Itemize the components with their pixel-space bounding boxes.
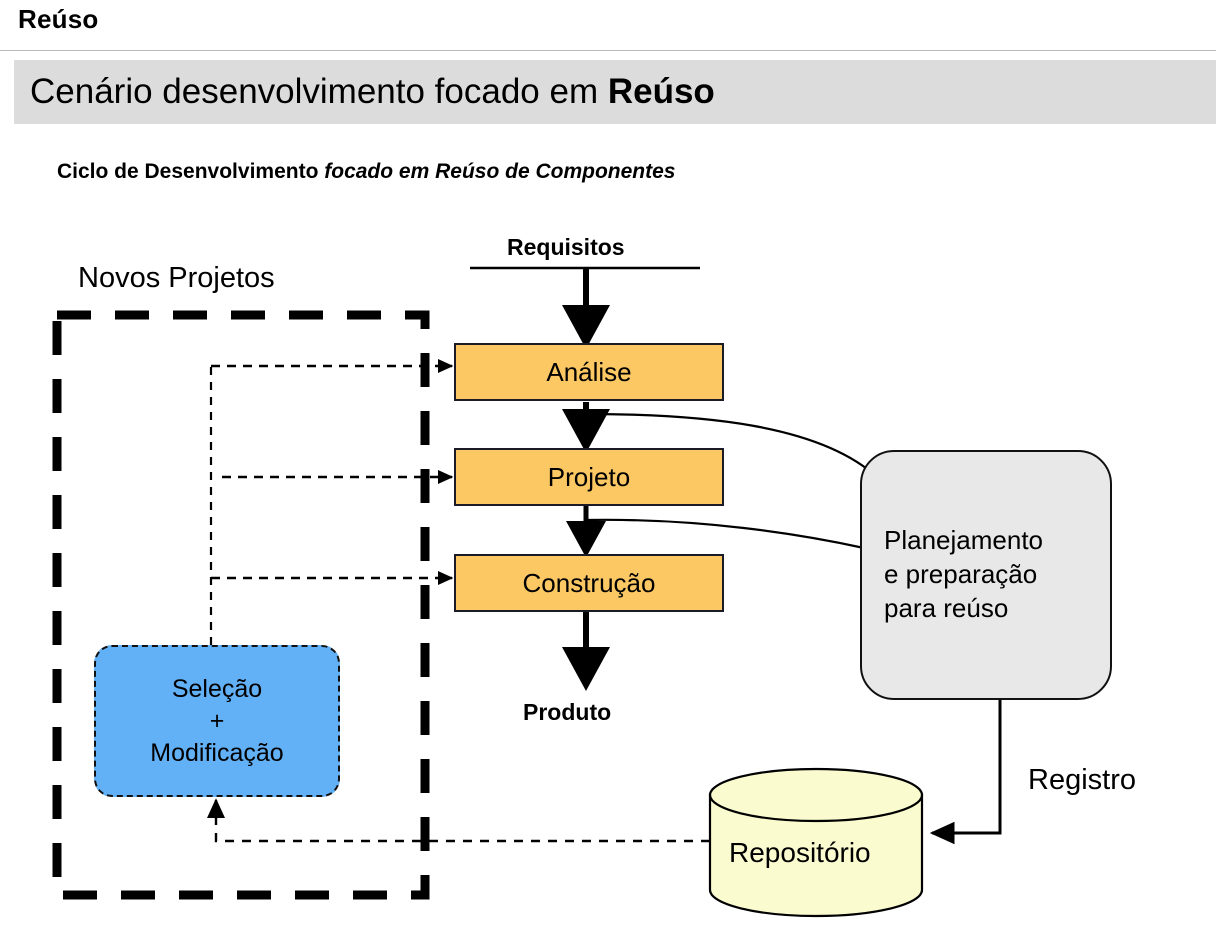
reuse-selection-line3: Modificação — [150, 739, 284, 767]
section-banner — [14, 60, 1216, 124]
planning-box-line3: para reúso — [884, 592, 1009, 623]
planning-box-line2: e preparação — [884, 559, 1038, 590]
section-banner-text: Cenário desenvolvimento focado em Reúso — [30, 64, 715, 120]
reuse-selection-line2: + — [209, 707, 225, 735]
subtitle-normal: Ciclo de Desenvolvimento — [57, 160, 325, 183]
novos-projetos-label: Novos Projetos — [78, 262, 275, 294]
banner-emphasis: Reúso — [607, 72, 715, 111]
repositorio-label: Repositório — [729, 837, 871, 868]
novos-projetos-boundary — [52, 310, 430, 900]
process-box-analise[interactable]: Análise — [454, 343, 724, 401]
registro-label: Registro — [1028, 764, 1136, 796]
slide-header: Reúso — [0, 0, 1216, 50]
curve-analise-to-planejamento — [585, 412, 879, 479]
reuse-selection-line1: Seleção — [171, 675, 263, 703]
reuse-selection-box[interactable]: Seleção + Modificação — [94, 645, 340, 797]
process-box-projeto-label: Projeto — [547, 461, 631, 492]
banner-prefix: Cenário desenvolvimento focado em — [30, 72, 608, 111]
process-box-construcao-label: Construção — [522, 567, 656, 598]
header-divider — [0, 50, 1216, 51]
process-box-construcao[interactable]: Construção — [454, 554, 724, 612]
planning-box-line1: Planejamento — [884, 525, 1043, 556]
planning-box[interactable]: Planejamento e preparação para reúso — [860, 450, 1112, 700]
page-title: Reúso — [18, 4, 99, 34]
arrow-planejamento-to-repositorio — [929, 700, 1002, 845]
curve-projeto-to-planejamento — [585, 518, 865, 550]
diagram-subtitle: Ciclo de Desenvolvimento focado em Reúso… — [57, 160, 675, 184]
subtitle-italic: focado em Reúso de Componentes — [324, 160, 676, 183]
process-box-projeto[interactable]: Projeto — [454, 448, 724, 506]
process-box-analise-label: Análise — [546, 356, 632, 387]
requisitos-label: Requisitos — [507, 234, 625, 260]
produto-label: Produto — [523, 699, 612, 725]
dashed-repositorio-to-selecao — [207, 798, 710, 843]
repositorio-cylinder — [708, 767, 924, 918]
